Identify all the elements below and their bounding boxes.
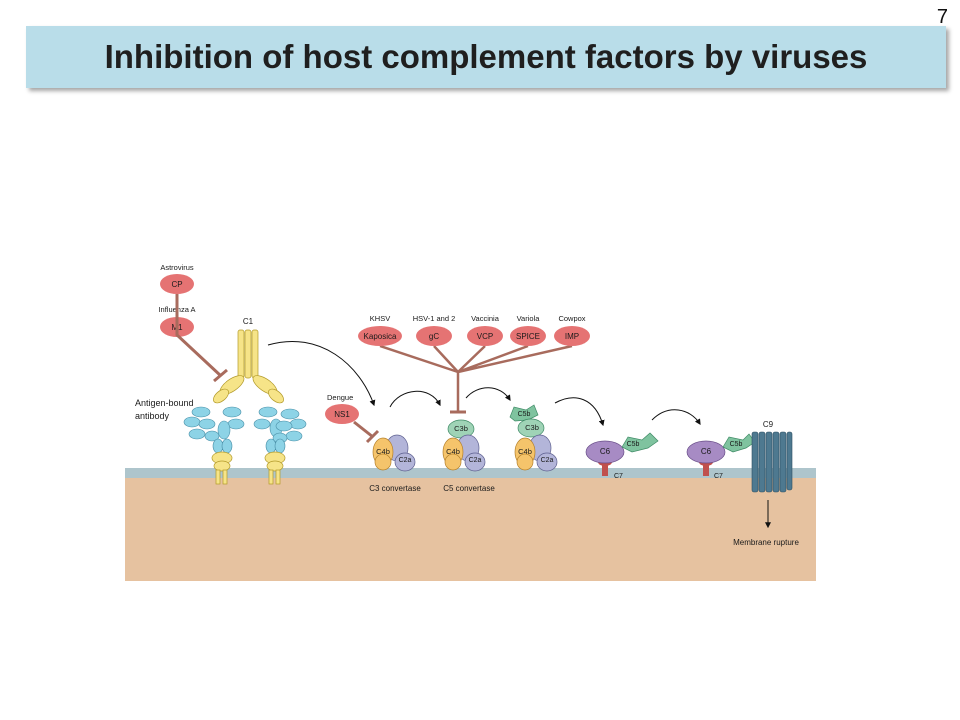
protein-imp (554, 326, 590, 346)
membrane-rupture-label: Membrane rupture (733, 538, 799, 547)
c5-convertase-with-c5b (509, 404, 558, 472)
c1-label: C1 (243, 317, 254, 326)
protein-label-cp: CP (171, 280, 182, 289)
inhibition-lines-convertase (379, 344, 573, 412)
protein-label-ns1: NS1 (334, 410, 350, 419)
c5b-label-1: C5b (518, 411, 531, 418)
protein-spice (510, 326, 546, 346)
protein-label-kaposica: Kaposica (364, 332, 397, 341)
c2a-label-1: C2a (399, 457, 412, 464)
antibody-left (183, 406, 245, 485)
c5b-c6-c7-complex-1 (585, 432, 659, 476)
c3b-label-2: C3b (525, 423, 539, 432)
inhibition-bar-ns1 (365, 429, 380, 444)
inhibition-line-c1 (175, 294, 223, 378)
protein-label-vcp: VCP (477, 332, 493, 341)
virus-label-dengue: Dengue (327, 393, 353, 402)
page-number: 7 (936, 6, 948, 28)
protein-cp (160, 274, 194, 294)
c5-convertase-caption: C5 convertase (443, 484, 495, 493)
protein-gc (416, 326, 452, 346)
virus-label-khsv: KHSV (370, 314, 390, 323)
cell-cytoplasm (125, 478, 816, 581)
c9-pore (751, 431, 793, 493)
c9-label: C9 (763, 420, 774, 429)
c3-convertase (372, 434, 416, 472)
arrow-c3-to-c5 (389, 390, 441, 408)
protein-label-spice: SPICE (516, 332, 540, 341)
c4b-label-3: C4b (518, 447, 532, 456)
title-box: Inhibition of host complement factors by… (26, 26, 946, 88)
protein-kaposica (358, 326, 402, 346)
virus-label-vaccinia: Vaccinia (471, 314, 500, 323)
c5b-label-2: C5b (627, 441, 640, 448)
c2a-label-2: C2a (469, 457, 482, 464)
virus-label-astrovirus: Astrovirus (160, 263, 194, 272)
protein-label-gc: gC (429, 332, 439, 341)
c3b-label-1: C3b (454, 424, 468, 433)
c4b-label-2: C4b (446, 447, 460, 456)
arrow-c1-to-c3 (267, 340, 376, 407)
antibody-label-line2: antibody (135, 411, 170, 421)
antibody-right (253, 406, 307, 485)
slide-title: Inhibition of host complement factors by… (104, 38, 868, 75)
c5-convertase (442, 419, 486, 472)
arrow-c5b-to-c6 (554, 397, 605, 427)
c4b-label-1: C4b (376, 447, 390, 456)
c5b-c6-c7-complex-2 (686, 433, 756, 476)
virus-label-variola: Variola (517, 314, 541, 323)
protein-label-imp: IMP (565, 332, 579, 341)
c7-label-2: C7 (714, 473, 723, 480)
c5b-label-3: C5b (730, 441, 743, 448)
arrow-c5-to-c5b (465, 387, 511, 402)
c3-convertase-caption: C3 convertase (369, 484, 421, 493)
c1-complex (213, 329, 284, 404)
antibody-label-line1: Antigen-bound (135, 398, 194, 408)
c7-label-1: C7 (614, 473, 623, 480)
arrow-c6-to-c7 (651, 409, 701, 426)
virus-label-cowpox: Cowpox (558, 314, 585, 323)
c2a-label-3: C2a (541, 457, 554, 464)
cell-membrane (125, 468, 816, 478)
protein-vcp (467, 326, 503, 346)
virus-label-hsv: HSV-1 and 2 (413, 314, 456, 323)
c6-label-1: C6 (600, 447, 611, 456)
inhibition-bar-c1 (213, 368, 228, 383)
inhibition-line-ns1 (353, 420, 374, 439)
protein-ns1 (325, 404, 359, 424)
c6-label-2: C6 (701, 447, 712, 456)
